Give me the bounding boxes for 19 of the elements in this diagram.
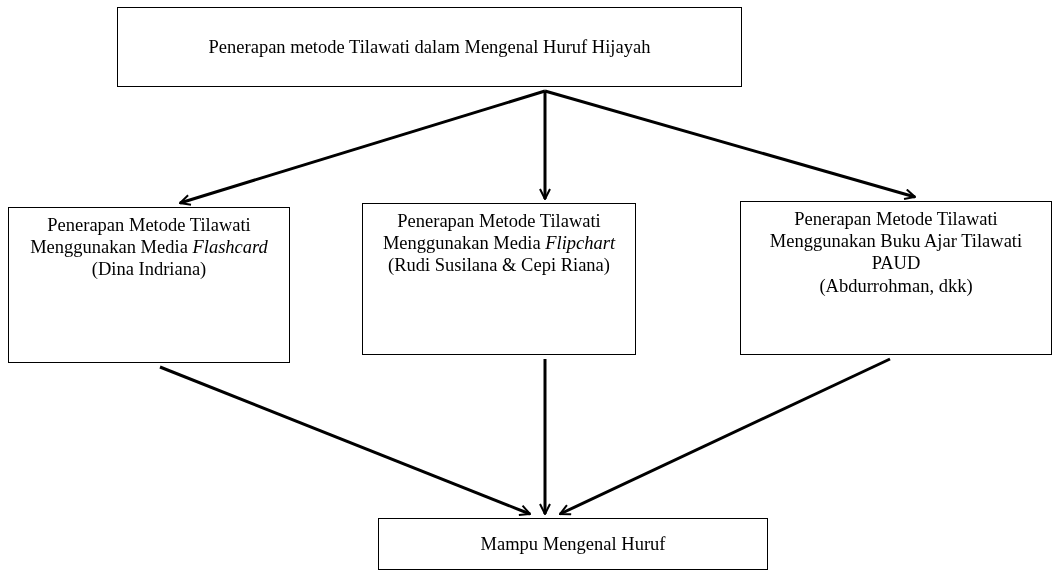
text-box (740, 201, 1052, 355)
arrow (544, 89, 916, 201)
box-text: Penerapan Metode Tilawati Menggunakan Media Flipchart (381, 210, 617, 255)
box-text: Mampu Mengenal Huruf (480, 532, 666, 556)
arrow (159, 365, 531, 516)
box-text: Penerapan Metode Tilawati Menggunakan Buku Ajar Tilawati PAUD (768, 208, 1024, 275)
arrow (179, 89, 546, 206)
arrow (559, 357, 891, 516)
author-text: (Dina Indriana) (91, 258, 207, 281)
text-box (8, 207, 290, 363)
author-text: (Rudi Susilana & Cepi Riana) (388, 254, 610, 277)
text-box (362, 203, 636, 355)
author-text: (Abdurrohman, dkk) (819, 274, 973, 297)
box-text: Penerapan Metode Tilawati Menggunakan Media Flashcard (29, 214, 269, 259)
box-text: Penerapan metode Tilawati dalam Mengenal Huruf Hijayah (208, 35, 651, 59)
arrow (539, 359, 551, 515)
arrow (539, 91, 551, 200)
text-box (117, 7, 742, 87)
text-box (378, 518, 768, 570)
